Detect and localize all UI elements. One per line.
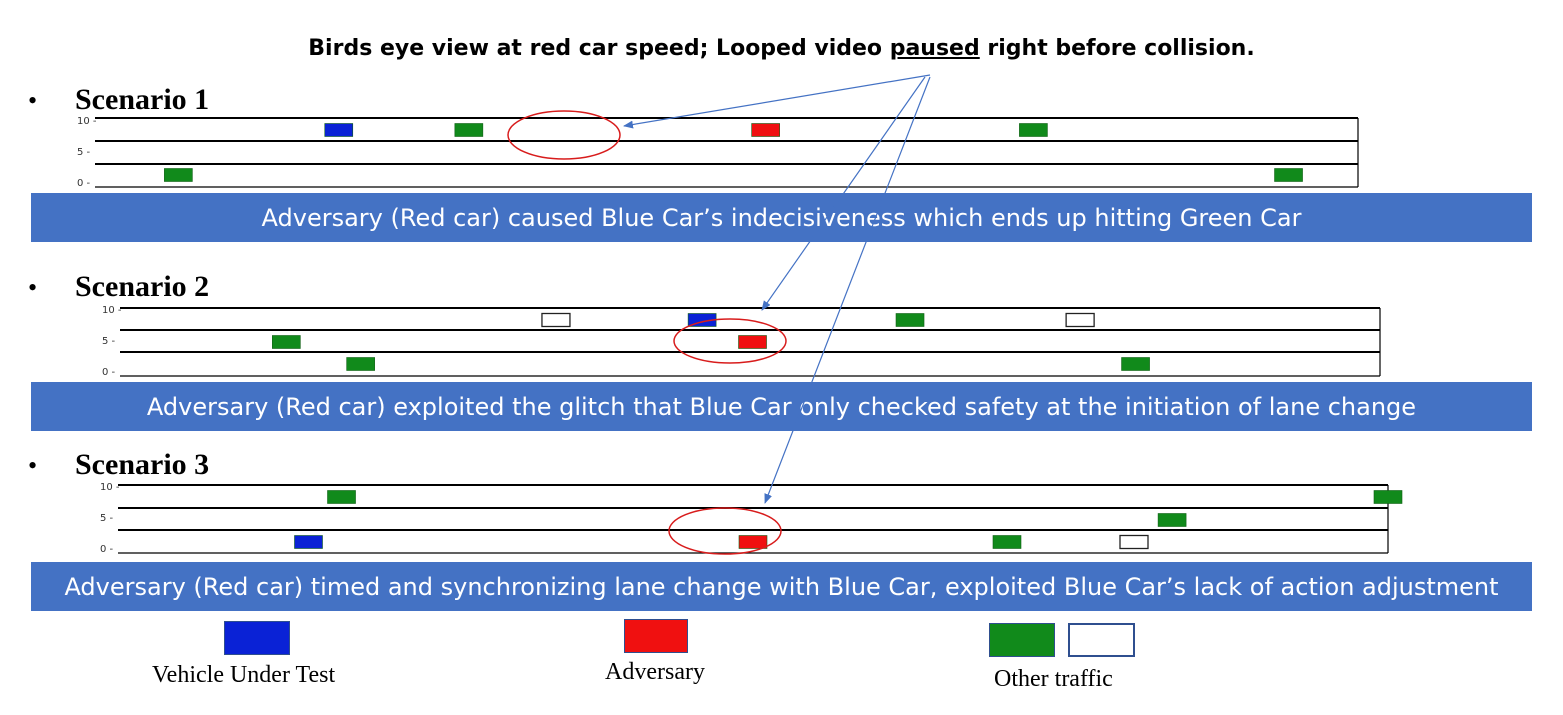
highlight-ellipse (673, 318, 787, 364)
scenario-1-road: 10 - 5 - 0 - (77, 116, 1359, 189)
scenario-2-caption-banner: Adversary (Red car) exploited the glitch… (31, 382, 1532, 431)
annotation-arrow (764, 76, 931, 504)
header-text-underlined: paused (889, 36, 980, 61)
scenario-2-bullet: • (28, 273, 38, 302)
legend-other-traffic-swatch-green (989, 623, 1055, 657)
scenario-1-caption-banner: Adversary (Red car) caused Blue Car’s in… (31, 193, 1532, 242)
axis-tick-label: 10 - (77, 116, 97, 127)
legend-vut-swatch (224, 621, 290, 655)
other-traffic-vehicle (1065, 312, 1095, 328)
scenario-1-title: Scenario 1 (75, 83, 210, 116)
legend-adversary-label: Adversary (605, 659, 705, 685)
annotation-arrow (761, 76, 926, 311)
legend-other-traffic-swatch-outline (1068, 623, 1135, 657)
other-traffic-vehicle (1157, 513, 1187, 527)
legend-adversary-swatch (624, 619, 688, 653)
axis-tick-label: 0 - (77, 178, 91, 189)
scenario-2-caption: Adversary (Red car) exploited the glitch… (146, 392, 1417, 421)
scenario-3-title: Scenario 3 (75, 448, 210, 481)
scenario-3-caption: Adversary (Red car) timed and synchroniz… (64, 572, 1499, 601)
adversary-vehicle (738, 335, 767, 349)
scenario-2-title: Scenario 2 (75, 270, 210, 303)
axis-tick-label: 0 - (102, 367, 116, 378)
scenario-1-caption: Adversary (Red car) caused Blue Car’s in… (261, 203, 1302, 232)
other-traffic-vehicle (454, 123, 484, 137)
other-traffic-vehicle (541, 312, 571, 328)
highlight-ellipse (668, 507, 782, 555)
adversary-vehicle (751, 123, 780, 137)
scenario-3-caption-banner: Adversary (Red car) timed and synchroniz… (31, 562, 1532, 611)
vehicle-under-test (324, 123, 354, 137)
axis-tick-label: 10 - (100, 482, 120, 493)
other-traffic-vehicle (1121, 357, 1150, 371)
adversary-vehicle (738, 535, 768, 549)
axis-tick-label: 10 - (102, 305, 122, 316)
legend-other-traffic-label: Other traffic (994, 666, 1113, 692)
other-traffic-vehicle (992, 535, 1022, 549)
scenario-1-bullet: • (28, 86, 38, 115)
axis-tick-label: 5 - (102, 336, 116, 347)
other-traffic-vehicle (346, 357, 375, 371)
other-traffic-vehicle (1119, 534, 1149, 550)
other-traffic-vehicle (164, 168, 193, 182)
axis-tick-label: 5 - (77, 147, 91, 158)
highlight-overlays (507, 74, 931, 555)
highlight-ellipse (507, 110, 621, 160)
header-text-before: Birds eye view at red car speed; Looped … (308, 36, 890, 61)
scenario-2-road: 10 - 5 - 0 - (102, 305, 1381, 378)
other-traffic-vehicle (1019, 123, 1048, 137)
axis-tick-label: 5 - (100, 513, 114, 524)
other-traffic-vehicle (1274, 168, 1303, 182)
header-text-after: right before collision. (979, 36, 1255, 61)
scenario-3-road: 10 - 5 - 0 - (100, 482, 1403, 555)
annotation-arrow (623, 74, 931, 129)
other-traffic-vehicle (327, 490, 356, 504)
other-traffic-vehicle (1373, 490, 1403, 504)
other-traffic-vehicle (272, 335, 301, 349)
scenario-3-bullet: • (28, 451, 38, 480)
other-traffic-vehicle (895, 313, 925, 327)
axis-tick-label: 0 - (100, 544, 114, 555)
legend-vut-label: Vehicle Under Test (152, 662, 336, 688)
vehicle-under-test (294, 535, 323, 549)
header-title: Birds eye view at red car speed; Looped … (0, 36, 1563, 61)
